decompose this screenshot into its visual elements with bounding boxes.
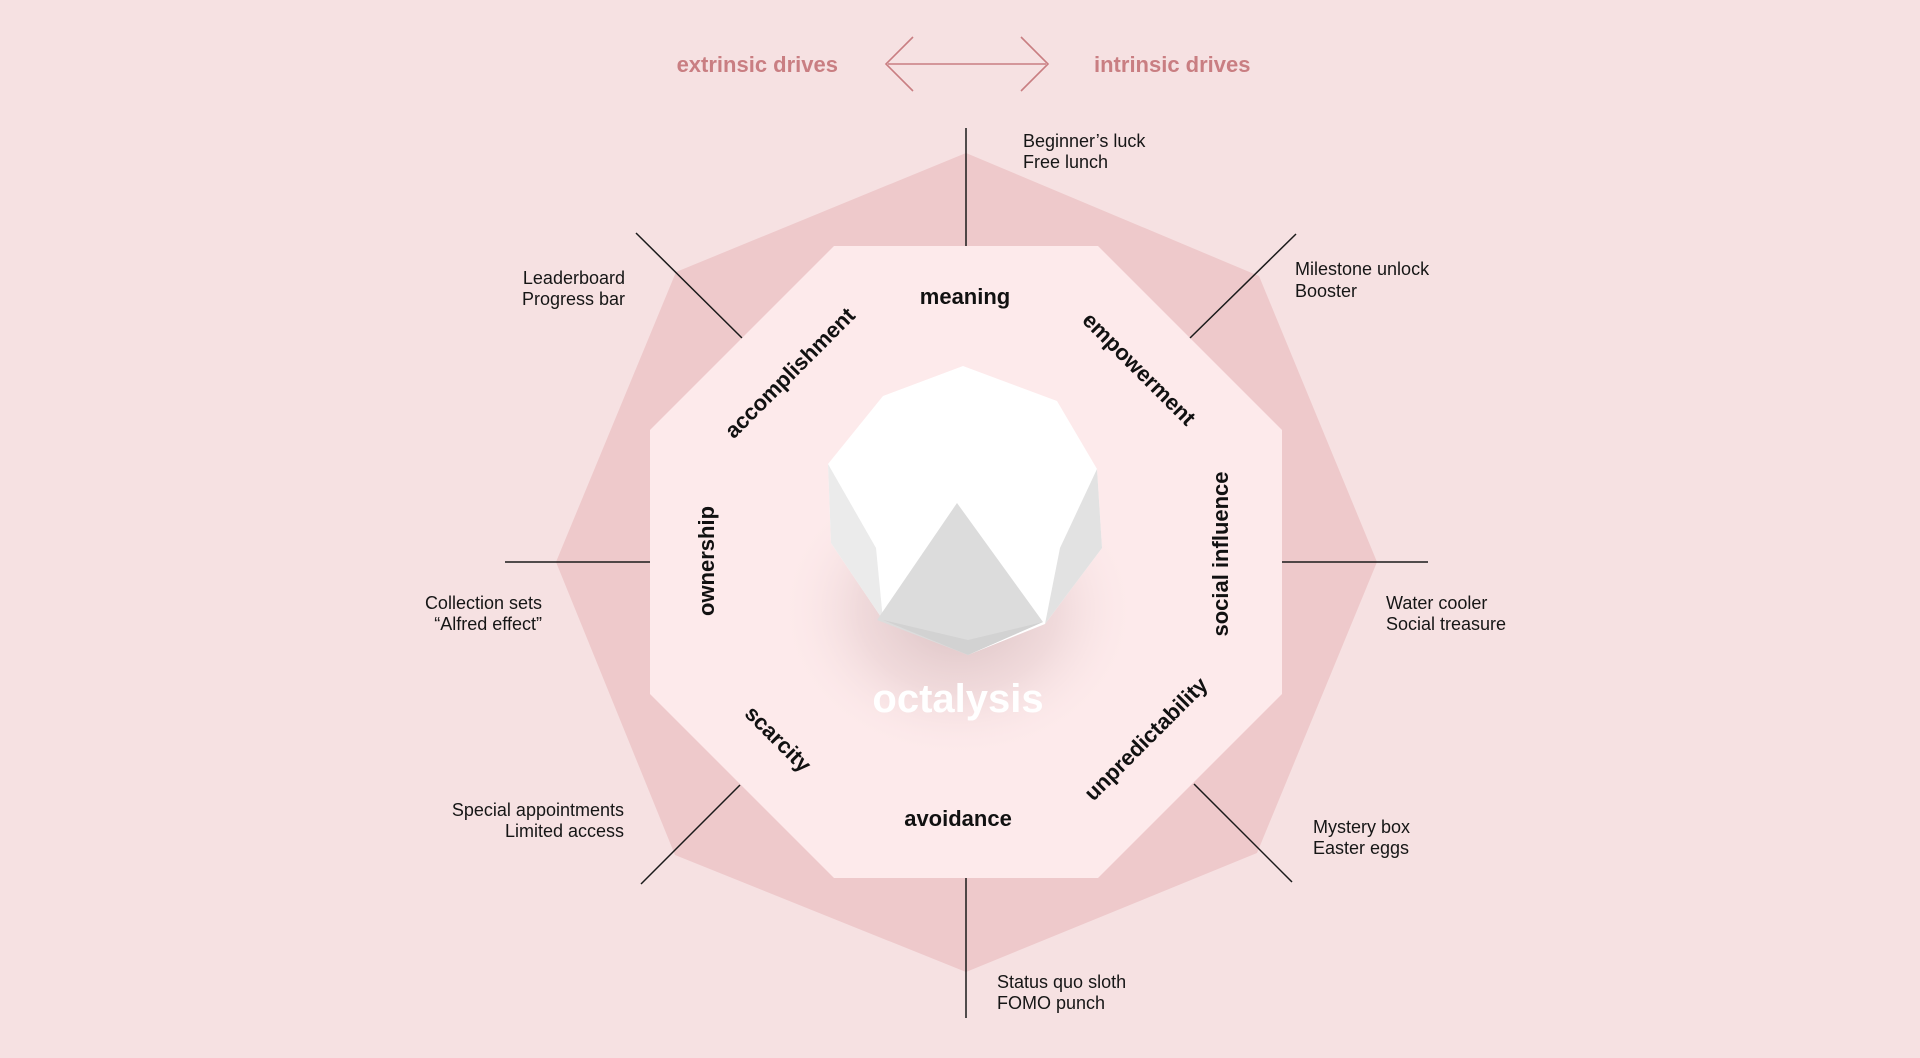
example-line: Water cooler — [1386, 593, 1487, 613]
example-line: Beginner’s luck — [1023, 131, 1146, 151]
example-line: Collection sets — [425, 593, 542, 613]
example-line: Limited access — [505, 821, 624, 841]
drive-meaning: meaning — [920, 284, 1010, 309]
example-line: Easter eggs — [1313, 838, 1409, 858]
examples-empowerment: Milestone unlock Booster — [1295, 259, 1430, 301]
examples-meaning: Beginner’s luck Free lunch — [1023, 131, 1146, 172]
drive-social-influence: social influence — [1208, 471, 1233, 636]
extrinsic-drives-label: extrinsic drives — [677, 52, 838, 77]
example-line: Mystery box — [1313, 817, 1410, 837]
octagon-gem-icon — [828, 366, 1102, 655]
drive-ownership: ownership — [694, 506, 719, 616]
example-line: Social treasure — [1386, 614, 1506, 634]
example-line: “Alfred effect” — [434, 614, 542, 634]
examples-accomplishment: Leaderboard Progress bar — [522, 268, 625, 309]
intrinsic-drives-label: intrinsic drives — [1094, 52, 1251, 77]
examples-avoidance: Status quo sloth FOMO punch — [997, 972, 1126, 1013]
example-line: FOMO punch — [997, 993, 1105, 1013]
examples-ownership: Collection sets “Alfred effect” — [425, 593, 542, 634]
examples-scarcity: Special appointments Limited access — [452, 800, 624, 841]
example-labels: Beginner’s luck Free lunch Milestone unl… — [425, 131, 1506, 1013]
drive-avoidance: avoidance — [904, 806, 1012, 831]
example-line: Progress bar — [522, 289, 625, 309]
octalysis-brand: octalysis — [872, 677, 1043, 721]
example-line: Booster — [1295, 281, 1357, 301]
example-line: Status quo sloth — [997, 972, 1126, 992]
example-line: Special appointments — [452, 800, 624, 820]
examples-social-influence: Water cooler Social treasure — [1386, 593, 1506, 634]
example-line: Free lunch — [1023, 152, 1108, 172]
example-line: Milestone unlock — [1295, 259, 1430, 279]
examples-unpredictability: Mystery box Easter eggs — [1313, 817, 1410, 858]
example-line: Leaderboard — [523, 268, 625, 288]
spoke-lines — [505, 128, 1428, 1018]
double-arrow-icon — [884, 36, 1050, 92]
